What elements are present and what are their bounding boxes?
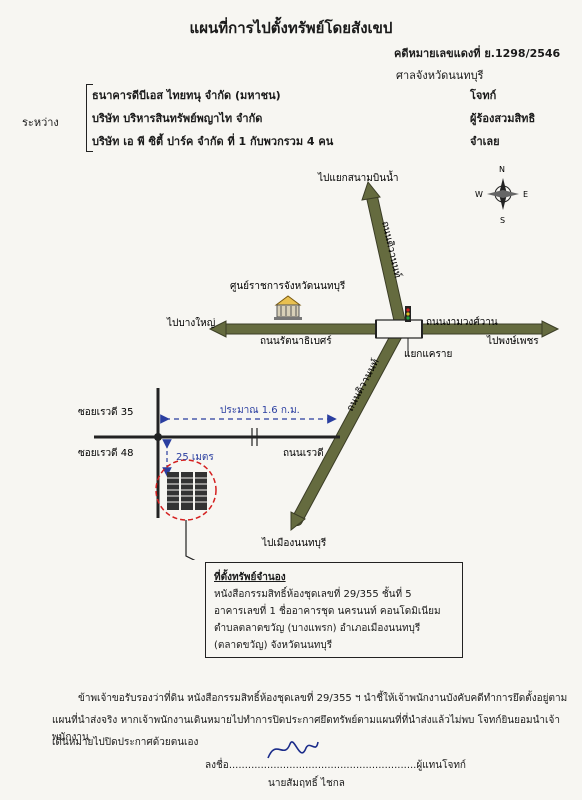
arrow-nonthaburi <box>290 511 306 532</box>
property-line-1: หนังสือกรรมสิทธิ์ห้องชุดเลขที่ 29/355 ชั… <box>214 589 412 600</box>
compass-s: S <box>500 216 505 225</box>
property-heading: ที่ตั้งทรัพย์จำนอง <box>214 572 286 583</box>
role-defendant: จำเลย <box>470 135 500 148</box>
label-to-nonthaburi: ไปเมืองนนทบุรี <box>261 537 327 549</box>
role-plaintiff: โจทก์ <box>470 89 497 102</box>
property-info-box: ที่ตั้งทรัพย์จำนอง หนังสือกรรมสิทธิ์ห้อง… <box>205 562 463 658</box>
government-building-icon <box>274 295 302 320</box>
label-to-bang-yai: ไปบางใหญ่ <box>166 317 215 329</box>
compass-n: N <box>499 165 505 174</box>
compass-w: W <box>475 190 483 199</box>
property-pointer-line <box>185 520 196 560</box>
footer-line-3: เดินหมายไปปิดประกาศด้วยตนเอง <box>52 737 199 748</box>
signature-prefix: ลงชื่อ <box>205 760 229 771</box>
arrow-bang-yai <box>208 320 227 338</box>
label-road-rewadee: ถนนเรวดี <box>283 447 324 459</box>
footer-line-1: ข้าพเจ้าขอรับรองว่าที่ดิน หนังสือกรรมสิท… <box>78 693 568 704</box>
label-soi-35: ซอยเรวดี 35 <box>78 406 133 418</box>
label-khae-rai: แยกแคราย <box>404 349 452 360</box>
role-claimant: ผู้ร้องสวมสิทธิ <box>470 112 536 125</box>
court-name: ศาลจังหวัดนนทบุรี <box>396 69 484 82</box>
arrow-phong-phet <box>541 320 560 338</box>
property-line-4: (ตลาดขวัญ) จังหวัดนนทบุรี <box>214 640 333 651</box>
handwritten-signature <box>267 741 319 759</box>
label-distance: ประมาณ 1.6 ก.ม. <box>220 405 300 416</box>
label-road-ngamwongwan: ถนนงามวงศ์วาน <box>426 316 498 328</box>
party-claimant: บริษัท บริหารสินทรัพย์พญาไท จำกัด <box>92 112 263 125</box>
label-soi-48: ซอยเรวดี 48 <box>78 447 133 459</box>
arrow-airport <box>361 180 381 201</box>
property-line-3: ตำบลตลาดขวัญ (บางแพรก) อำเภอเมืองนนทบุรี <box>214 623 421 634</box>
signer-name: นายสัมฤทธิ์ ไชกล <box>268 778 345 789</box>
footer-line-2: แผนที่นำส่งจริง หากเจ้าพนักงานเดินหมายไป… <box>52 715 560 743</box>
condo-building-icon <box>167 472 207 510</box>
party-brace <box>86 84 93 152</box>
property-circle <box>155 459 217 521</box>
party-plaintiff: ธนาคารดีบีเอส ไทยทนุ จำกัด (มหาชน) <box>92 89 281 102</box>
label-government-center: ศูนย์ราชการจังหวัดนนทบุรี <box>230 280 346 292</box>
signature-suffix: ผู้แทนโจทก์ <box>416 760 466 771</box>
party-defendant: บริษัท เอ พี ซิตี้ ปาร์ค จำกัด ที่ 1 กับ… <box>92 135 334 148</box>
property-line-2: อาคารเลขที่ 1 ชื่ออาคารชุด นครนนท์ คอนโด… <box>214 606 441 617</box>
road-tiwanon-lower <box>292 322 406 525</box>
between-label: ระหว่าง <box>22 116 59 129</box>
signature-dots: ........................................… <box>228 760 417 771</box>
route-map: ไปแยกสนามบินน้ำ ถนนติวานนท์ ศูนย์ราชการจ… <box>78 165 560 560</box>
compass-e: E <box>523 190 528 199</box>
label-meters: 25 เมตร <box>176 452 214 463</box>
khae-rai-junction-box <box>375 319 423 339</box>
signature-line: ลงชื่อ..................................… <box>205 758 466 773</box>
case-number: คดีหมายเลขแดงที่ ย.1298/2546 <box>394 47 561 60</box>
label-to-phong-phet: ไปพงษ์เพชร <box>486 335 539 347</box>
road-tiwanon-upper <box>367 192 406 332</box>
page-title: แผนที่การไปตั้งทรัพย์โดยสังเขป <box>189 19 393 37</box>
label-to-airport: ไปแยกสนามบินน้ำ <box>317 170 399 184</box>
label-road-rattanathibet: ถนนรัตนาธิเบศร์ <box>260 335 332 347</box>
compass-icon <box>487 178 519 210</box>
